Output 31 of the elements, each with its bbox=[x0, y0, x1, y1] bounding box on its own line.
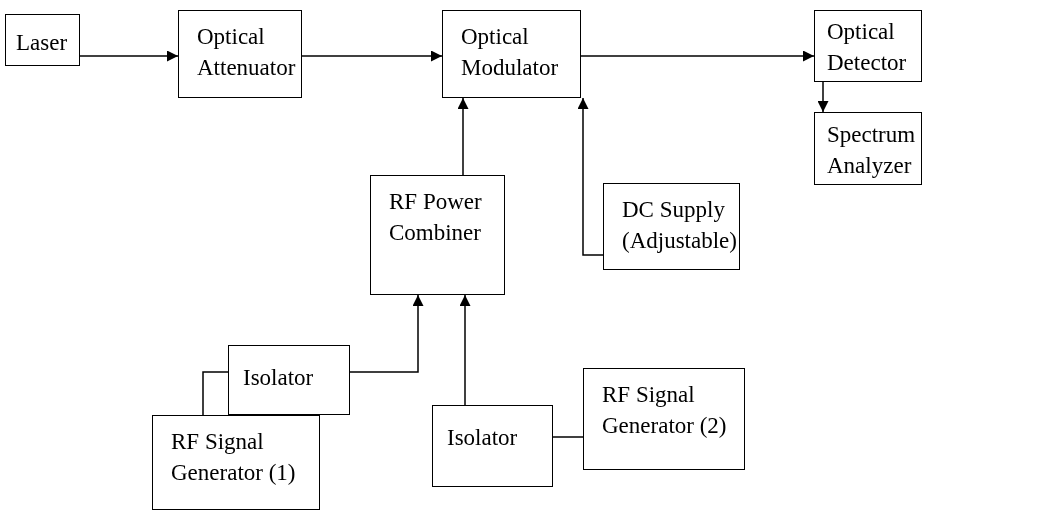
process-box bbox=[603, 183, 740, 270]
process-box bbox=[5, 14, 80, 66]
process-box bbox=[814, 112, 922, 185]
box-label: RF Signal Generator (2) bbox=[602, 381, 728, 440]
process-box bbox=[152, 415, 320, 510]
process-box bbox=[583, 368, 745, 470]
arrow bbox=[79, 50, 179, 62]
arrow bbox=[577, 97, 604, 256]
process-box bbox=[370, 175, 505, 295]
process-box bbox=[814, 10, 922, 82]
box-label: Optical Modulator bbox=[461, 23, 560, 82]
connector-line bbox=[202, 371, 229, 416]
box-label: RF Power Combiner bbox=[389, 188, 483, 247]
process-box bbox=[178, 10, 302, 98]
arrow bbox=[349, 294, 424, 373]
box-label: Optical Detector bbox=[827, 18, 908, 77]
process-box bbox=[432, 405, 553, 487]
arrow bbox=[817, 81, 829, 113]
box-label: RF Signal Generator (1) bbox=[171, 428, 297, 487]
process-box bbox=[228, 345, 350, 415]
arrow bbox=[459, 294, 471, 406]
box-label: Isolator bbox=[447, 424, 519, 452]
connector-line bbox=[552, 436, 584, 438]
arrow bbox=[301, 50, 443, 62]
process-box bbox=[442, 10, 581, 98]
arrow bbox=[457, 97, 469, 176]
box-label: Optical Attenuator bbox=[197, 23, 295, 82]
box-label: Laser bbox=[16, 29, 69, 57]
arrow bbox=[580, 50, 815, 62]
box-label: Isolator bbox=[243, 364, 315, 392]
box-label: Spectrum Analyzer bbox=[827, 121, 917, 180]
